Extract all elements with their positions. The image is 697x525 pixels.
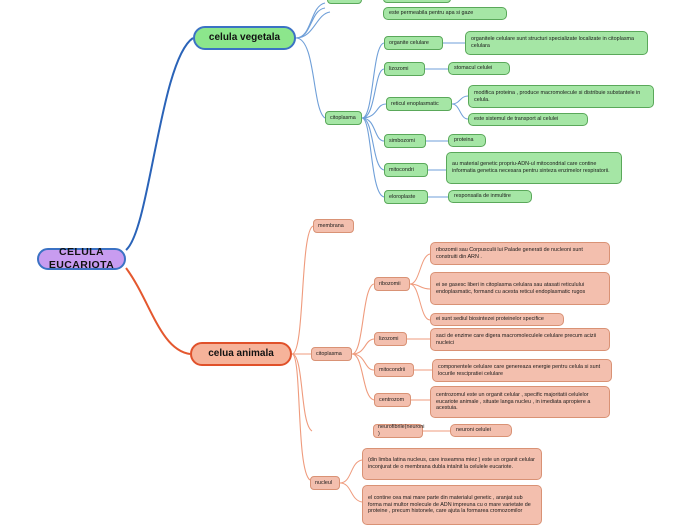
animal-node-mitocondrii-desc[interactable]: componentele celulare care genereaza ene…	[432, 359, 612, 382]
animal-node-ribozomii-desc-3[interactable]: ei sunt sediul biosintezei proteinelor s…	[430, 313, 564, 326]
animal-node-nucleul-label: nucleul	[315, 479, 333, 486]
branch-node-celua-animala[interactable]: celua animala	[190, 342, 292, 366]
plant-node-lizozomi-label: lizozomi	[389, 65, 409, 72]
plant-node-reticul-endoplasmatic[interactable]: reticul enoplasmatic	[386, 97, 452, 111]
animal-node-membrana[interactable]: membrana	[313, 219, 354, 233]
animal-node-citoplasma-label: citoplasma	[316, 350, 342, 357]
plant-node-reticul-desc-2-label: este sistemul de transport al celulei	[474, 116, 559, 123]
animal-node-mitocondrii-label: mitocondrii	[379, 366, 406, 373]
plant-node-eloroplaste[interactable]: eloroplaste	[384, 190, 428, 204]
animal-node-nucleul-desc-2-label: el contine cea mai mare parte din materi…	[368, 494, 531, 515]
animal-node-ribozomii-desc-1[interactable]: ribozomii sau Corpusculii lui Palade gen…	[430, 242, 610, 265]
branch-node-celua-animala-label: celua animala	[208, 347, 274, 359]
animal-node-neurofibrile-label: neurofibrile(neuroni )	[378, 424, 425, 437]
animal-node-centrozom-desc[interactable]: centrozomul este un organit celular , sp…	[430, 386, 610, 418]
animal-node-neurofibrile[interactable]: neurofibrile(neuroni )	[373, 424, 425, 438]
plant-node-reticul-desc-2[interactable]: este sistemul de transport al celulei	[468, 113, 588, 126]
animal-node-nucleul-desc-2[interactable]: el contine cea mai mare parte din materi…	[362, 485, 542, 525]
animal-node-mitocondrii[interactable]: mitocondrii	[374, 363, 414, 377]
animal-node-ribozomii[interactable]: ribozomii	[374, 277, 410, 291]
animal-node-lizozomi[interactable]: lizozomi	[374, 332, 407, 346]
plant-node-eloroplaste-desc[interactable]: responsaila de inmultire	[448, 190, 532, 203]
animal-node-centrozom-label: centrozom	[379, 396, 405, 403]
plant-node-reticul-endoplasmatic-label: reticul enoplasmatic	[391, 100, 439, 107]
animal-node-ribozomii-desc-2-label: ei se gasesc liberi in citoplasma celula…	[436, 281, 586, 295]
plant-node-citoplasma-label: citoplasma	[330, 114, 356, 121]
animal-node-nucleul-desc-1[interactable]: (din limba latina nucleus, care inseamna…	[362, 448, 542, 480]
animal-node-citoplasma[interactable]: citoplasma	[311, 347, 352, 361]
animal-node-lizozomi-label: lizozomi	[379, 335, 399, 342]
branch-node-celula-vegetala-label: celula vegetala	[208, 31, 281, 43]
animal-node-neurofibrile-desc[interactable]: neuroni celulei	[450, 424, 512, 437]
plant-node-simbozomi[interactable]: simbozomi	[384, 134, 426, 148]
plant-node-citoplasma[interactable]: citoplasma	[325, 111, 362, 125]
plant-node-simbozomi-desc-label: proteina	[454, 137, 474, 144]
branch-node-celula-vegetala[interactable]: celula vegetala	[193, 26, 296, 50]
animal-node-ribozomii-desc-3-label: ei sunt sediul biosintezei proteinelor s…	[436, 316, 544, 323]
animal-node-neurofibrile-desc-label: neuroni celulei	[456, 427, 491, 434]
plant-node-simbozomi-desc[interactable]: proteina	[448, 134, 486, 147]
animal-node-mitocondrii-desc-label: componentele celulare care genereaza ene…	[438, 363, 601, 377]
animal-node-ribozomii-desc-2[interactable]: ei se gasesc liberi in citoplasma celula…	[430, 272, 610, 305]
plant-node-permeabila[interactable]: este permeabila pentru apa si gaze	[383, 7, 507, 20]
plant-node-reticul-desc-1-label: modifica proteina , produce macromolecul…	[474, 89, 641, 103]
animal-node-lizozomi-desc[interactable]: saci de enzime care digera macromolecule…	[430, 328, 610, 351]
plant-node-mitocondri-label: mitocondri	[389, 166, 414, 173]
plant-node-lizozomi[interactable]: lizozomi	[384, 62, 425, 76]
plant-node-cut-top-b[interactable]	[383, 0, 451, 3]
plant-node-mitocondri-desc-label: au material genetic propriu-ADN-ul mitoc…	[452, 161, 610, 174]
plant-node-organite-celulare-label: organite celulare	[389, 39, 429, 46]
plant-node-organite-celulare-desc[interactable]: organitele celulare sunt structuri speci…	[465, 31, 648, 55]
plant-node-simbozomi-label: simbozomi	[389, 137, 415, 144]
plant-node-permeabila-label: este permeabila pentru apa si gaze	[389, 10, 474, 17]
animal-node-ribozomii-desc-1-label: ribozomii sau Corpusculii lui Palade gen…	[436, 246, 583, 260]
animal-node-lizozomi-desc-label: saci de enzime care digera macromolecule…	[436, 332, 596, 346]
root-node-label: CELULA EUCARIOTA	[48, 245, 115, 271]
plant-node-eloroplaste-desc-label: responsaila de inmultire	[454, 193, 511, 200]
plant-node-mitocondri-desc[interactable]: au material genetic propriu-ADN-ul mitoc…	[446, 152, 622, 184]
animal-node-membrana-label: membrana	[318, 222, 344, 229]
animal-node-centrozom-desc-label: centrozomul este un organit celular , sp…	[436, 391, 591, 412]
animal-node-nucleul[interactable]: nucleul	[310, 476, 340, 490]
animal-node-nucleul-desc-1-label: (din limba latina nucleus, care inseamna…	[368, 457, 535, 470]
animal-node-centrozom[interactable]: centrozom	[374, 393, 411, 407]
animal-node-ribozomii-label: ribozomii	[379, 280, 401, 287]
plant-node-organite-celulare-desc-label: organitele celulare sunt structuri speci…	[471, 36, 634, 49]
plant-node-organite-celulare[interactable]: organite celulare	[384, 36, 443, 50]
plant-node-cut-top-a[interactable]	[327, 0, 362, 4]
plant-node-reticul-desc-1[interactable]: modifica proteina , produce macromolecul…	[468, 85, 654, 108]
plant-node-lizozomi-desc-label: stomacul celulei	[454, 65, 493, 72]
plant-node-lizozomi-desc[interactable]: stomacul celulei	[448, 62, 510, 75]
plant-node-mitocondri[interactable]: mitocondri	[384, 163, 428, 177]
root-node-celula-eucariota[interactable]: CELULA EUCARIOTA	[37, 245, 126, 271]
plant-node-eloroplaste-label: eloroplaste	[389, 193, 416, 200]
